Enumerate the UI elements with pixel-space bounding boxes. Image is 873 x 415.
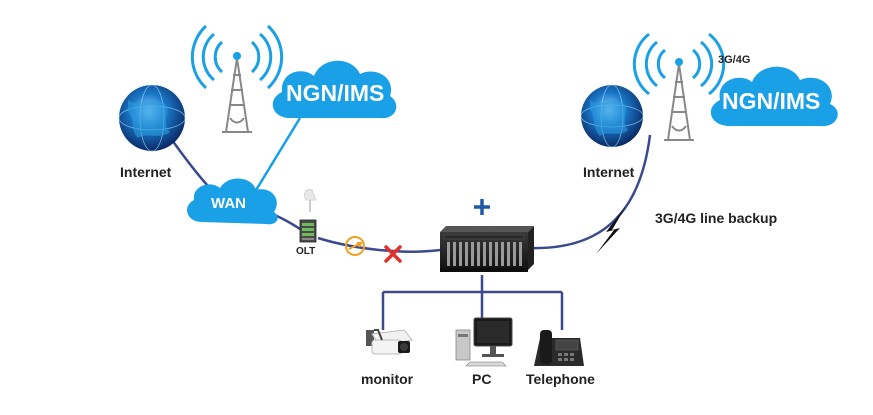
link-switch-icon [345,236,365,256]
wan-cloud-icon [187,178,278,225]
olt-label: OLT [296,246,316,257]
ngn-left-to-wan-link [248,117,302,201]
monitor-camera-icon [366,329,413,355]
network-3g4g-label: 3G/4G [718,54,751,66]
signal-tower-right-icon [632,32,726,141]
gateway-chassis-icon [440,226,534,272]
internet-left-globe-icon [118,84,186,152]
link-fault-icon [384,245,402,263]
monitor-label: monitor [361,371,414,387]
internet-left-label: Internet [120,164,172,180]
lan-bus [381,275,564,330]
internet-right-globe-icon [580,84,644,148]
olt-to-gateway-link [317,236,441,253]
pc-icon [455,317,513,367]
telephone-label: Telephone [526,371,595,387]
ngn-ims-left-cloud-icon [272,60,397,119]
backup-line-label: 3G/4G line backup [655,210,778,226]
plus-icon [474,199,490,215]
ngn-ims-left-label: NGN/IMS [286,80,385,106]
internet-right-label: Internet [583,164,635,180]
ngn-ims-right-label: NGN/IMS [722,88,821,114]
ngn-ims-right-cloud-icon [710,66,838,127]
gateway-to-internet-right-link [529,134,652,250]
signal-tower-left-icon [190,24,284,133]
dish-icon [304,189,317,212]
wan-label: WAN [211,195,246,212]
pc-label: PC [472,371,492,387]
wireless-backup-bolt-icon [596,206,626,254]
connection-lines [170,117,652,330]
telephone-icon [534,330,584,366]
olt-device-icon [299,219,317,243]
